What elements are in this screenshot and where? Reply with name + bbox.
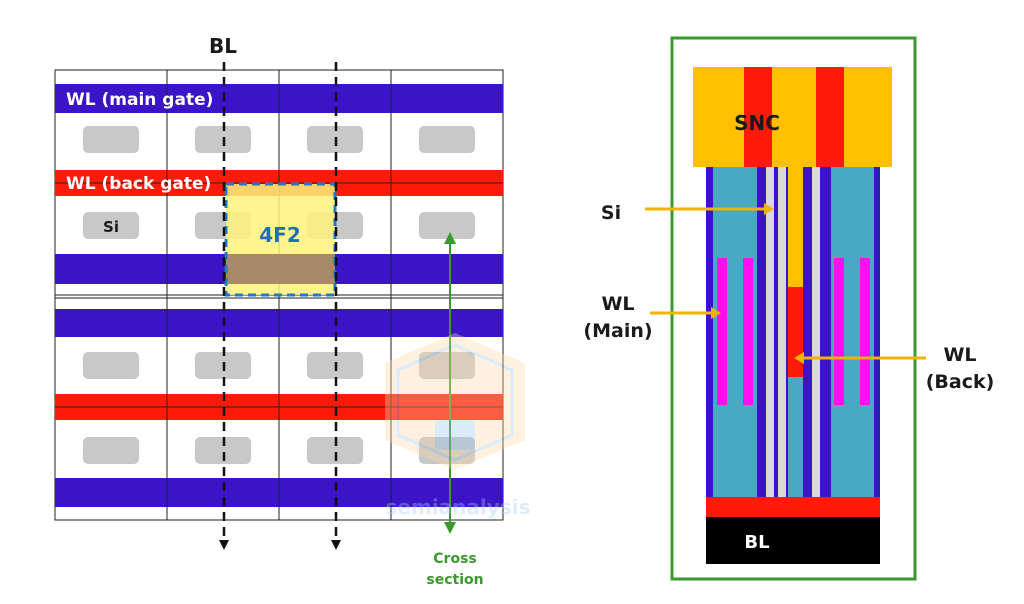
wl-main-arrowhead [711,307,721,319]
si-pad [195,437,251,464]
wl-back-annotation: WL [943,344,976,366]
snc-block [693,67,892,167]
si-pad [419,352,475,379]
wl-main-strip [860,258,870,405]
si-pad [83,437,139,464]
spacer-stripe [778,167,786,497]
spacer-stripe [812,167,820,497]
teal-inner [844,258,860,405]
si-pad [419,437,475,464]
cross-section-label: section [426,572,483,588]
si-pad [83,352,139,379]
wl-main-label: WL (main gate) [66,90,213,110]
bl-red-strip [706,497,880,517]
si-pad [419,212,475,239]
wl-back-label: WL (back gate) [66,174,211,194]
si-arrowhead [764,203,774,215]
cross-section-view: SNC BL Si WL (Main) WL [583,36,995,581]
cross-section-arrowhead-top [444,232,456,244]
wl-main-strip [717,258,727,405]
watermark-text: semianalysis [386,495,531,519]
si-pad [307,437,363,464]
top-view-layout: Si WL (main gate) WL (back gate) 4F2 BL … [54,34,504,588]
snc-red-stripe [744,67,772,167]
bl-arrowhead [331,540,341,550]
si-channel [788,167,803,287]
si-pad [83,126,139,153]
si-pad [83,212,139,239]
watermark-logo: semianalysis [385,333,530,519]
wl-back-channel [788,287,803,377]
si-label: Si [103,218,119,236]
wl-back-arrowhead [794,352,804,364]
snc-label: SNC [734,111,780,135]
snc-red-stripe [816,67,844,167]
unit-cell-overlap [226,254,335,284]
wl-main-strip [834,258,844,405]
teal-inner [727,258,743,405]
teal-channel [788,377,803,497]
bl-bottom-label: BL [744,532,769,553]
wl-main-strip [743,258,753,405]
unit-cell-border [224,182,337,297]
bl-label: BL [209,34,237,58]
unit-cell-label: 4F2 [259,223,301,247]
spacer-stripe [766,167,774,497]
bl-arrowhead [219,540,229,550]
wl-main-annotation: WL [601,293,634,315]
wl-main-annotation: (Main) [583,320,652,342]
si-annotation: Si [601,202,621,224]
si-pad [419,126,475,153]
wl-back-annotation: (Back) [926,371,995,393]
cross-section-arrowhead-bottom [444,522,456,534]
bl-block [706,517,880,564]
cross-section-label: Cross [433,551,476,567]
